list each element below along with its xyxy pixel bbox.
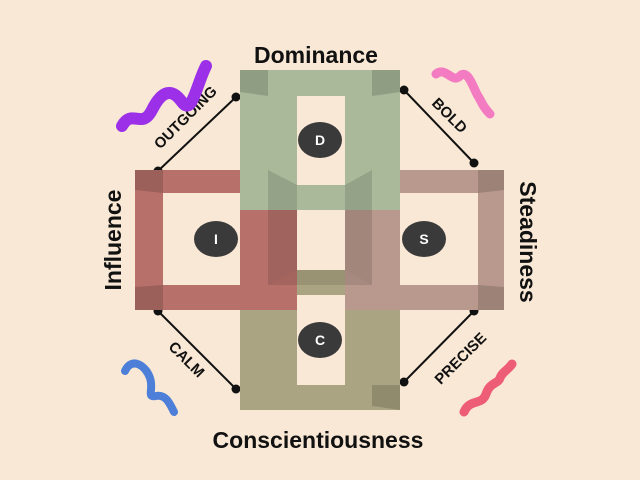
weave-shading [268, 170, 372, 285]
connector-dot [469, 158, 479, 168]
connector-dot [231, 384, 241, 394]
connector-dot [399, 377, 409, 387]
badge-d: D [298, 122, 342, 158]
trait-calm: CALM [165, 338, 208, 381]
badge-c: C [298, 322, 342, 358]
squiggle-purple [116, 60, 212, 132]
label-conscientiousness: Conscientiousness [213, 427, 424, 453]
badge-d-text: D [315, 132, 325, 148]
connector-dot [231, 92, 241, 102]
badge-i: I [194, 221, 238, 257]
frame-dominance [240, 70, 400, 210]
squiggle-blue [121, 359, 178, 416]
badge-c-text: C [315, 332, 325, 348]
label-steadiness: Steadiness [515, 181, 541, 302]
badge-s-text: S [419, 231, 428, 247]
badge-s: S [402, 221, 446, 257]
squiggle-pink [431, 67, 495, 119]
squiggle-red [459, 359, 517, 417]
trait-bold: BOLD [428, 95, 470, 137]
badge-i-text: I [214, 231, 218, 247]
connector-dot [399, 85, 409, 95]
trait-precise: PRECISE [432, 330, 491, 389]
label-influence: Influence [100, 190, 126, 291]
label-dominance: Dominance [254, 42, 378, 68]
